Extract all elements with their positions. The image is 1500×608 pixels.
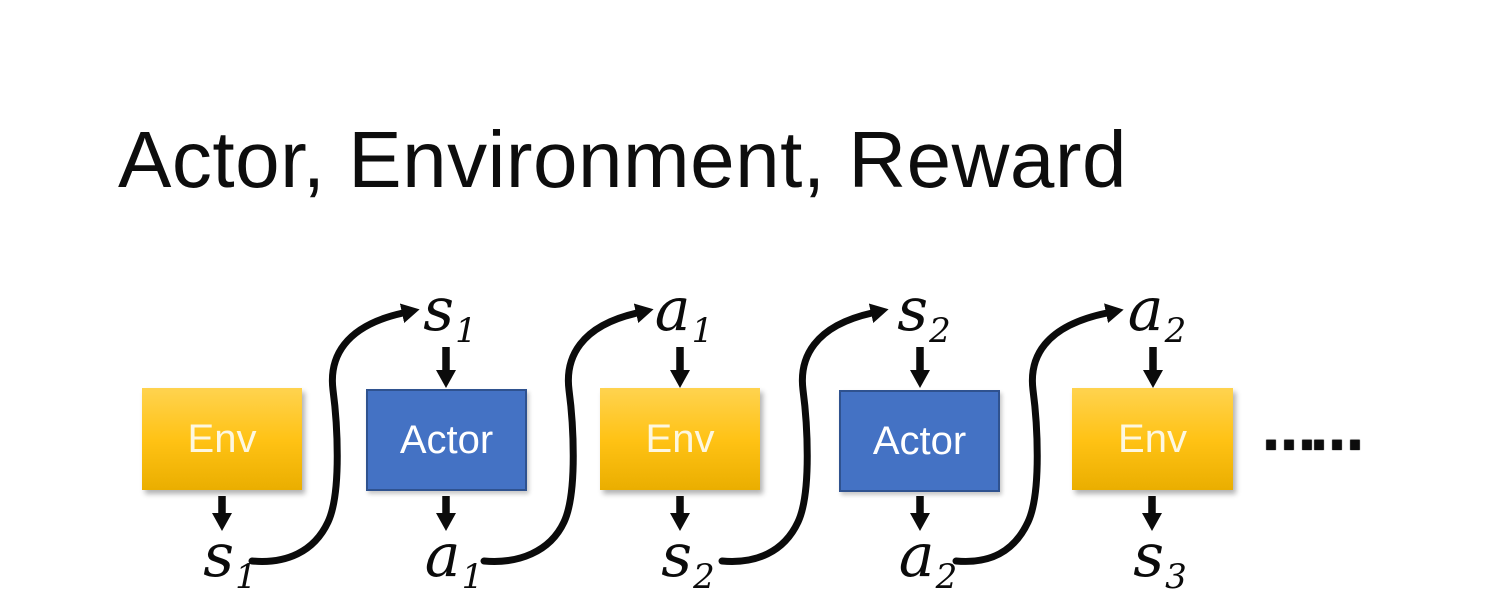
top-label-s2-base: s <box>897 275 929 345</box>
ellipsis-dots: …… <box>1262 400 1364 463</box>
bottom-label-s1: s1 <box>203 526 256 594</box>
bottom-label-s1-sub: 1 <box>235 557 257 597</box>
bottom-label-s2: s2 <box>661 526 714 594</box>
actor-box-1-label: Actor <box>399 418 494 462</box>
env-box-2: Env <box>600 388 760 490</box>
bottom-label-s3-sub: 3 <box>1165 557 1187 597</box>
top-label-a2: a2 <box>1128 280 1186 348</box>
env-box-1-label: Env <box>187 417 257 461</box>
actor-box-1: Actor <box>366 389 527 491</box>
top-label-a1-base: a <box>654 275 691 345</box>
top-label-a1-sub: 1 <box>691 311 714 351</box>
bottom-label-a1-base: a <box>424 521 461 591</box>
top-label-a2-sub: 2 <box>1164 311 1187 351</box>
top-label-s1-sub: 1 <box>455 311 477 351</box>
bottom-label-a2-base: a <box>898 521 935 591</box>
bottom-label-s3-base: s <box>1133 521 1165 591</box>
bottom-label-s2-sub: 2 <box>693 557 715 597</box>
bottom-label-s3: s3 <box>1133 526 1186 594</box>
top-label-s2: s2 <box>897 280 950 348</box>
env-box-1: Env <box>142 388 302 490</box>
bottom-label-a1: a1 <box>425 526 483 594</box>
actor-box-2-label: Actor <box>872 419 967 463</box>
bottom-label-a2: a2 <box>899 526 957 594</box>
env-box-2-label: Env <box>645 417 715 461</box>
top-label-s1-base: s <box>423 275 455 345</box>
bottom-label-a1-sub: 1 <box>461 557 484 597</box>
top-label-s1: s1 <box>423 280 476 348</box>
bottom-label-a2-sub: 2 <box>935 557 958 597</box>
bottom-label-s2-base: s <box>661 521 693 591</box>
page-title: Actor, Environment, Reward <box>118 115 1127 204</box>
env-box-3-label: Env <box>1118 417 1187 461</box>
top-label-s2-sub: 2 <box>929 311 951 351</box>
actor-box-2: Actor <box>839 390 1000 492</box>
top-label-a2-base: a <box>1127 275 1164 345</box>
bottom-label-s1-base: s <box>203 521 235 591</box>
env-box-3: Env <box>1072 388 1233 490</box>
top-label-a1: a1 <box>655 280 713 348</box>
